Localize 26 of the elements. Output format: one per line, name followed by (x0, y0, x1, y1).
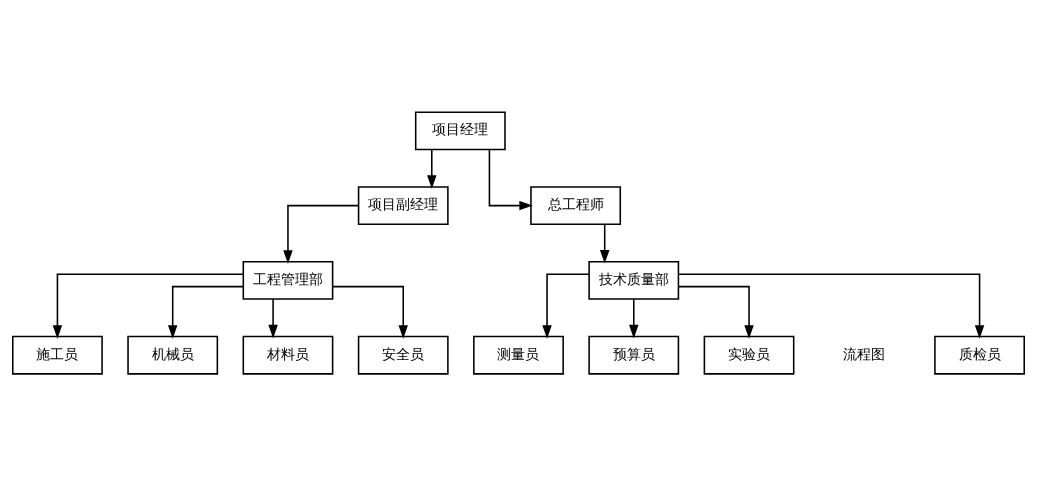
arrow (599, 223, 610, 264)
node-box: 施工员 (12, 335, 103, 375)
node-box: 实验员 (703, 335, 795, 375)
node-box: 预算员 (588, 335, 680, 375)
node-box: 测量员 (473, 335, 564, 375)
arrow (268, 298, 278, 339)
node-box: 材料员 (242, 335, 334, 375)
node-box: 总工程师 (530, 186, 622, 226)
arrow (167, 285, 244, 339)
node-box: 工程管理部 (242, 260, 334, 300)
node-box: 机械员 (127, 335, 219, 375)
label: 流程图 (843, 345, 886, 362)
arrow (629, 298, 639, 339)
arrow (52, 273, 244, 339)
arrow (677, 285, 754, 339)
arrow (488, 148, 533, 211)
arrow (542, 273, 590, 339)
arrow (677, 273, 985, 339)
node-box: 安全员 (357, 335, 449, 375)
node-box: 技术质量部 (588, 260, 680, 300)
node-box: 质检员 (934, 335, 1025, 375)
arrow (283, 204, 360, 264)
node-box: 项目经理 (414, 111, 506, 151)
arrow (427, 148, 437, 189)
node-box: 项目副经理 (357, 186, 449, 226)
arrow (332, 285, 408, 339)
